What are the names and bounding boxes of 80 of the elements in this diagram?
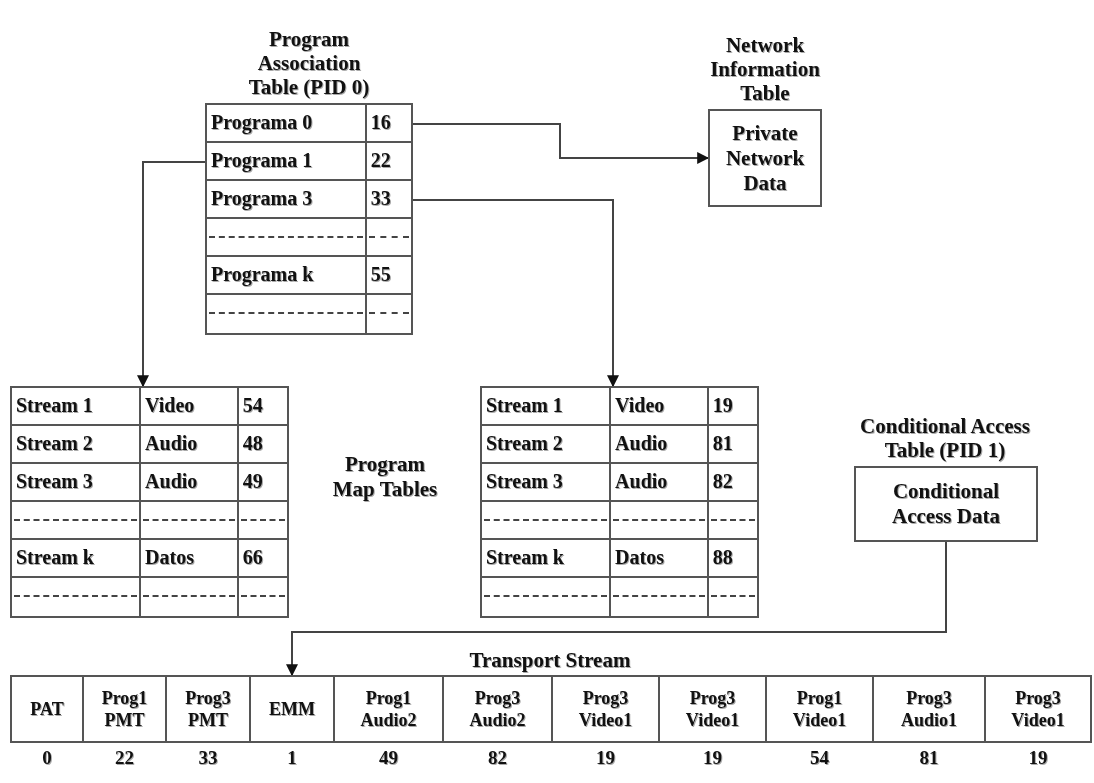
- table-row: [12, 464, 287, 502]
- pid-number: 22: [114, 747, 135, 769]
- table-cell-text: 19: [711, 393, 734, 418]
- strip-title: Transport Stream: [468, 648, 632, 674]
- table-row: [207, 181, 411, 219]
- table-cell: Programa 0: [207, 105, 367, 141]
- pid-number: 82: [487, 747, 508, 769]
- stream-packet-cell: Prog3 PMT: [165, 675, 251, 743]
- empty-table-row: [207, 295, 411, 333]
- table-cell: Audio: [611, 426, 709, 462]
- pid-number: 19: [1027, 747, 1049, 769]
- table-cell: Stream 3: [12, 464, 142, 500]
- table-cell: Programa 3: [207, 181, 367, 217]
- table-row: [207, 257, 411, 295]
- table-cell-text: 49: [241, 469, 264, 494]
- table-cell: Programa 1: [207, 143, 367, 179]
- pid-number: 0: [41, 747, 53, 769]
- table-cell-text: 54: [241, 393, 264, 418]
- table-title: Program Association Table (PID 0): [247, 26, 371, 99]
- stream-packet-cell: Prog3 Audio1: [872, 675, 986, 743]
- table-cell: Programa k: [207, 257, 367, 293]
- section-label: Program Map Tables: [331, 452, 439, 502]
- table-row: [12, 540, 287, 578]
- table-cell: Video: [611, 388, 709, 424]
- table-row: [482, 426, 757, 464]
- stream-packet-cell: Prog3 Video1: [984, 675, 1092, 743]
- table-cell: Datos: [141, 540, 239, 576]
- table-cell: Video: [141, 388, 239, 424]
- arrow: [286, 541, 947, 677]
- pid-number: 49: [378, 747, 399, 769]
- table-cell: Stream 2: [12, 426, 142, 462]
- stream-packet-cell: PAT: [10, 675, 84, 743]
- pid-number: 33: [197, 747, 219, 769]
- table-cell-text: 55: [369, 262, 392, 287]
- table-title: Network Information Table: [709, 32, 821, 105]
- table-cell-text: 88: [711, 545, 734, 570]
- pid-number: 81: [918, 747, 940, 769]
- empty-table-row: [12, 578, 287, 616]
- table-cell: Stream 1: [482, 388, 612, 424]
- table-row: [482, 540, 757, 578]
- table-cell-text: 22: [369, 148, 392, 173]
- empty-table-row: [482, 578, 757, 616]
- table-cell-text: 33: [369, 186, 392, 211]
- pid-number: 19: [595, 747, 616, 769]
- table-row: [482, 464, 757, 502]
- empty-table-row: [207, 219, 411, 257]
- table-cell: Stream 1: [12, 388, 142, 424]
- pid-number: 1: [286, 747, 298, 769]
- table-cell: Audio: [611, 464, 709, 500]
- table-cell-text: 66: [241, 545, 264, 570]
- table-cell: Audio: [141, 426, 239, 462]
- empty-table-row: [482, 502, 757, 540]
- stream-packet-cell: Prog1 Audio2: [333, 675, 444, 743]
- stream-packet-cell: Prog3 Video1: [551, 675, 660, 743]
- table-cell-text: 82: [711, 469, 734, 494]
- stream-packet-cell: Prog1 PMT: [82, 675, 167, 743]
- table-row: [12, 426, 287, 464]
- table-cell-text: 81: [711, 431, 734, 456]
- empty-table-row: [12, 502, 287, 540]
- stream-packet-cell: Prog3 Video1: [658, 675, 767, 743]
- table-row: [12, 388, 287, 426]
- pid-number: 19: [702, 747, 723, 769]
- table-cell: Stream 2: [482, 426, 612, 462]
- table-cell: Stream k: [482, 540, 612, 576]
- table-row: [482, 388, 757, 426]
- table-cell: Stream k: [12, 540, 142, 576]
- stream-packet-cell: EMM: [249, 675, 335, 743]
- table-cell: Stream 3: [482, 464, 612, 500]
- stream-packet-cell: Prog3 Audio2: [442, 675, 553, 743]
- pid-number: 54: [809, 747, 830, 769]
- table-cell: Audio: [141, 464, 239, 500]
- table-title: Conditional Access Table (PID 1): [859, 413, 1031, 462]
- table-row: [207, 105, 411, 143]
- stream-packet-cell: Prog1 Video1: [765, 675, 874, 743]
- table-cell-text: 16: [369, 110, 392, 135]
- data-box: Conditional Access Data: [854, 466, 1038, 542]
- table-cell: Datos: [611, 540, 709, 576]
- table-row: [207, 143, 411, 181]
- table-cell-text: 48: [241, 431, 264, 456]
- data-box: Private Network Data: [708, 109, 822, 207]
